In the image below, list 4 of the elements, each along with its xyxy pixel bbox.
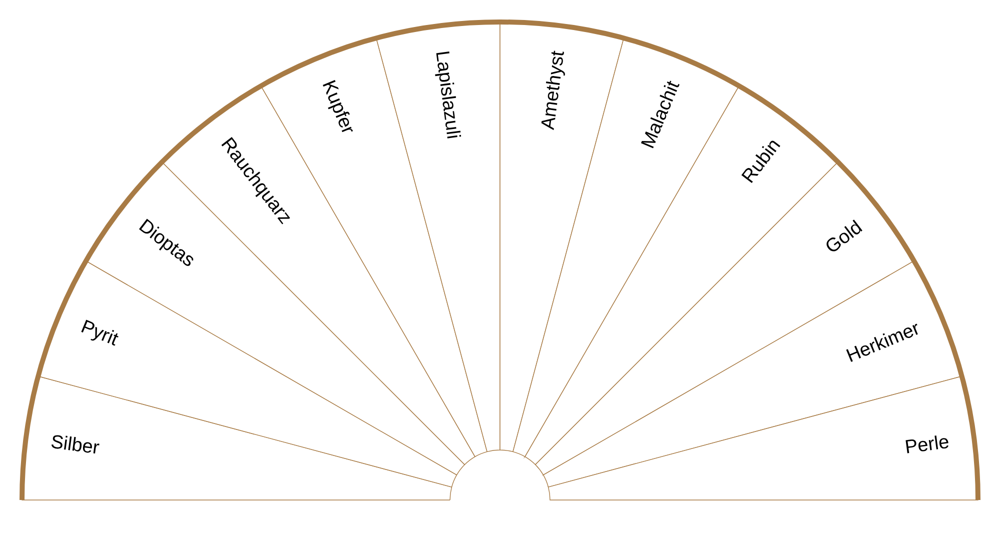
sector: Lapislazuli [376, 22, 500, 452]
sector: Perle [548, 376, 978, 500]
sector: Silber [22, 376, 452, 500]
sector: Amethyst [500, 22, 624, 452]
